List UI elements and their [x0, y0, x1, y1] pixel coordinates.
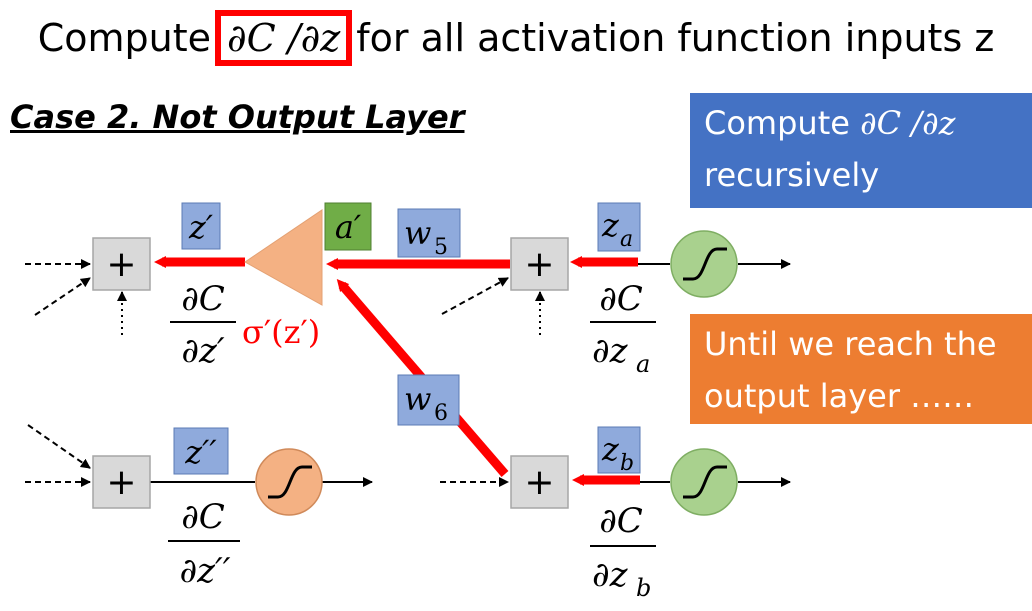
svg-text:b: b: [620, 451, 634, 476]
recursive-note-math: ∂C /∂z: [860, 104, 956, 142]
svg-text:∂z: ∂z: [592, 331, 629, 371]
case-heading: Case 2. Not Output Layer: [10, 98, 465, 136]
svg-text:b: b: [636, 574, 651, 602]
output-layer-note-box: Until we reach the output layer ……: [690, 314, 1032, 424]
dC-dz-double-prime-fraction: ∂C ∂z′′: [168, 497, 240, 591]
z-double-prime-label: z′′: [173, 427, 229, 475]
w6-label: w 6: [397, 374, 460, 426]
svg-text:∂C: ∂C: [599, 501, 643, 541]
sum-node: +: [510, 455, 569, 509]
title-suffix: for all activation function inputs z: [356, 16, 995, 60]
sigmoid-green-node: [670, 448, 738, 516]
svg-text:∂C: ∂C: [599, 279, 643, 319]
svg-text:z: z: [601, 206, 620, 244]
svg-text:z′′: z′′: [184, 433, 217, 471]
svg-text:6: 6: [434, 401, 448, 426]
dashed-input-arrow: [441, 277, 509, 315]
svg-text:+: +: [524, 462, 554, 503]
sigma-prime-label: σ′(z′): [242, 313, 320, 351]
sum-node: +: [92, 237, 151, 291]
svg-text:a: a: [636, 350, 650, 378]
sum-node: +: [92, 455, 151, 509]
svg-text:∂C: ∂C: [181, 497, 225, 537]
sigmoid-green-node: [670, 230, 738, 298]
recursive-note-line2: recursively: [704, 156, 880, 194]
output-note-line1: Until we reach the: [704, 325, 997, 363]
z-prime-label: z′: [181, 202, 221, 250]
svg-text:+: +: [524, 244, 554, 285]
svg-text:∂z′: ∂z′: [181, 331, 224, 371]
dC-dza-fraction: ∂C ∂z a: [590, 279, 656, 378]
svg-text:+: +: [106, 462, 136, 503]
w5-label: w 5: [397, 208, 461, 260]
dC-dz-prime-fraction: ∂C ∂z′: [170, 279, 236, 371]
svg-text:+: +: [106, 244, 136, 285]
svg-text:5: 5: [434, 235, 448, 260]
sum-node: +: [510, 237, 569, 291]
za-label: z a: [597, 202, 641, 252]
sigmoid-orange-node: [255, 448, 323, 516]
zb-label: z b: [597, 426, 641, 476]
a-prime-label: a′: [324, 202, 372, 251]
svg-text:z′: z′: [188, 208, 214, 246]
svg-text:z: z: [601, 430, 620, 468]
recursive-note-box: Compute ∂C /∂z recursively: [690, 93, 1032, 208]
title-prefix: Compute: [37, 16, 212, 60]
output-note-line2: output layer ……: [704, 377, 975, 415]
svg-text:∂z: ∂z: [592, 555, 629, 595]
svg-text:a: a: [620, 227, 633, 252]
svg-text:w: w: [404, 380, 431, 418]
svg-text:∂C: ∂C: [181, 279, 225, 319]
dashed-input-arrow: [27, 424, 91, 469]
dC-dzb-fraction: ∂C ∂z b: [590, 501, 656, 602]
activation-triangle: [244, 209, 323, 306]
highlighted-derivative: ∂C /∂z: [215, 10, 353, 66]
svg-text:w: w: [404, 214, 431, 252]
recursive-note-text: Compute: [704, 104, 861, 142]
svg-text:∂z′′: ∂z′′: [180, 551, 231, 591]
dashed-input-arrow: [34, 277, 91, 316]
svg-text:a′: a′: [335, 208, 362, 246]
